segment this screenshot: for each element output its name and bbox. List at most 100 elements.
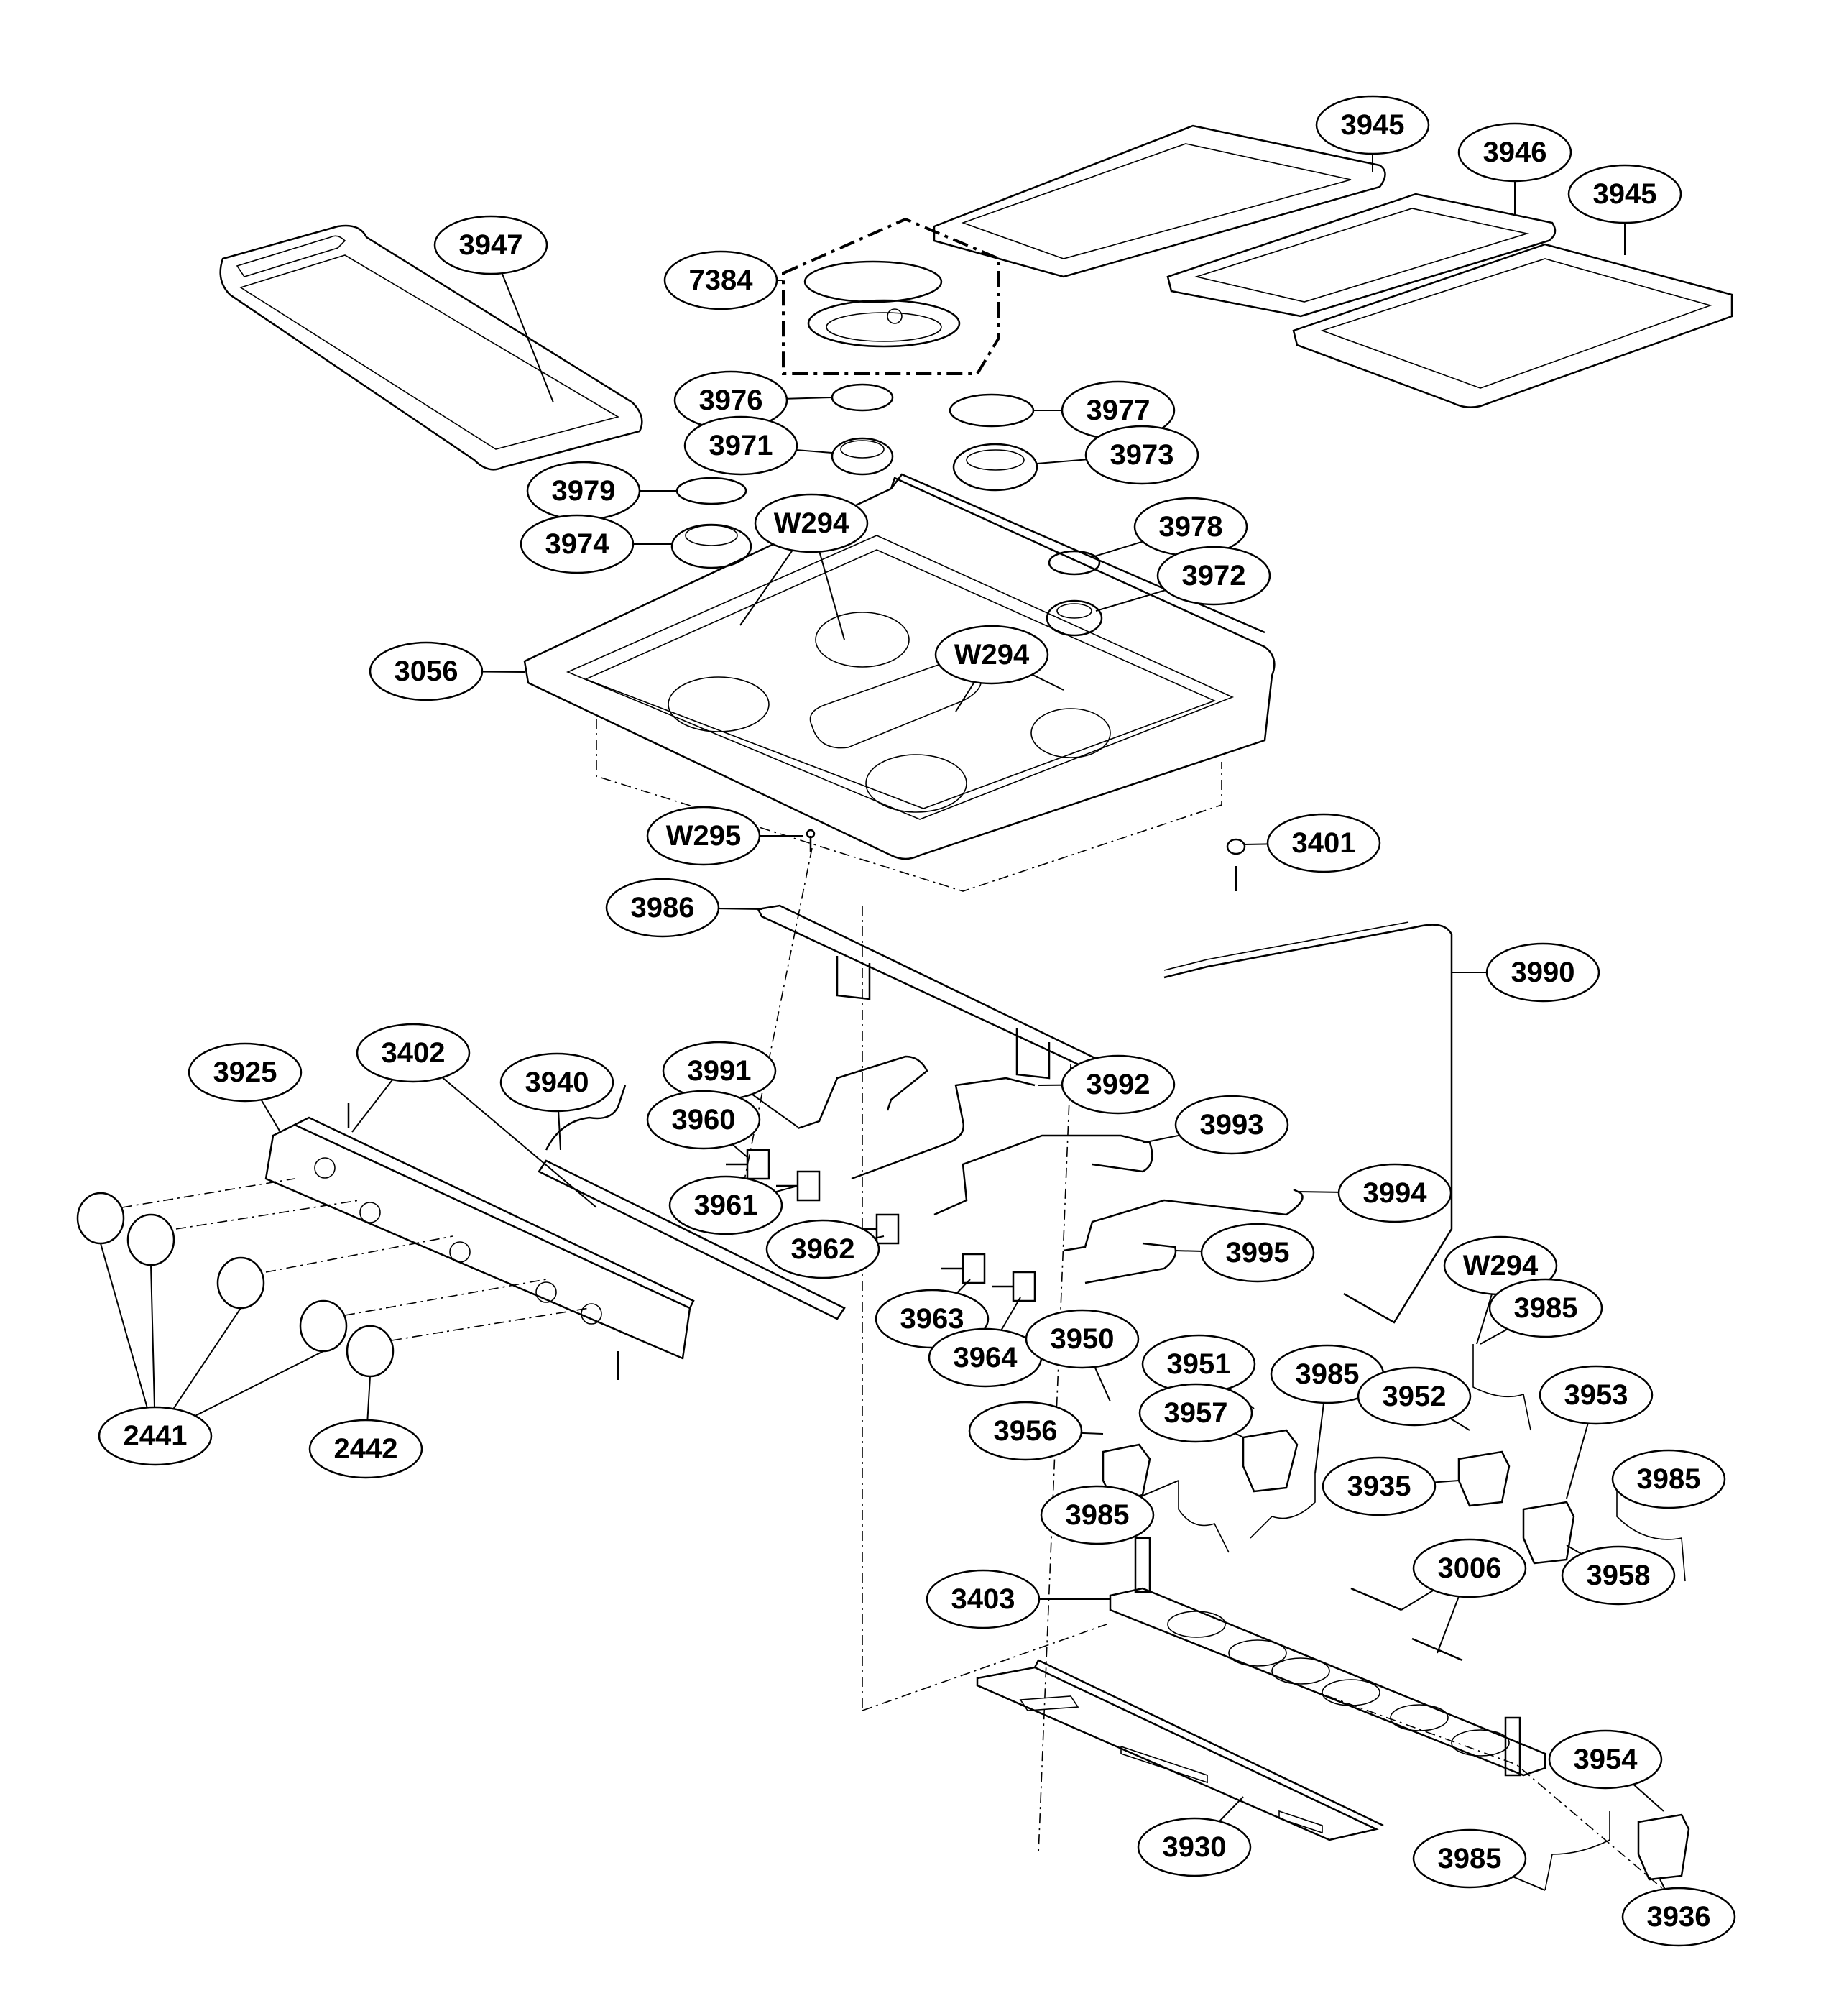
callout-bubble <box>1561 1545 1676 1606</box>
callout-label: W294 <box>774 507 849 539</box>
callout-3952[interactable]: 3952 <box>1357 1366 1472 1427</box>
callout-bubble <box>433 215 548 275</box>
callout-3925[interactable]: 3925 <box>188 1042 303 1103</box>
callout-label: 3946 <box>1483 137 1547 168</box>
callout-bubble <box>646 806 761 866</box>
callout-label: 3971 <box>709 430 773 461</box>
callout-3973[interactable]: 3973 <box>1084 425 1199 485</box>
callout-label: 3985 <box>1438 1843 1502 1874</box>
callout-label: 2441 <box>124 1420 188 1452</box>
callout-label: 3991 <box>688 1055 752 1087</box>
callout-3945[interactable]: 3945 <box>1567 164 1682 224</box>
oval-burner-kit-drawing <box>782 217 1000 375</box>
callout-bubble <box>1539 1365 1654 1425</box>
callout-3950[interactable]: 3950 <box>1025 1309 1140 1369</box>
callout-3992[interactable]: 3992 <box>1061 1054 1176 1115</box>
callout-3940[interactable]: 3940 <box>499 1052 614 1113</box>
callout-3990[interactable]: 3990 <box>1485 942 1600 1003</box>
callout-3974[interactable]: 3974 <box>520 514 635 574</box>
callout-3979[interactable]: 3979 <box>526 461 641 521</box>
callout-W294[interactable]: W294 <box>754 493 869 553</box>
callout-3977[interactable]: 3977 <box>1061 380 1176 441</box>
callout-3976[interactable]: 3976 <box>673 370 788 431</box>
callout-3403[interactable]: 3403 <box>926 1569 1041 1629</box>
burner-parts-drawing <box>670 383 1103 637</box>
callout-bubble <box>1025 1309 1140 1369</box>
callout-label: 3974 <box>545 528 610 560</box>
callout-3960[interactable]: 3960 <box>646 1090 761 1150</box>
callout-label: 7384 <box>689 264 754 296</box>
callout-label: 3056 <box>395 655 458 687</box>
callout-3985[interactable]: 3985 <box>1040 1485 1155 1545</box>
callout-label: 3402 <box>382 1037 446 1069</box>
callout-3971[interactable]: 3971 <box>683 415 798 476</box>
callout-label: 3953 <box>1564 1379 1628 1411</box>
callout-label: 3954 <box>1574 1744 1638 1775</box>
callout-bubble <box>934 625 1049 685</box>
callout-7384[interactable]: 7384 <box>663 250 778 310</box>
callout-3964[interactable]: 3964 <box>928 1327 1043 1388</box>
callout-3978[interactable]: 3978 <box>1133 497 1248 557</box>
callout-bubble <box>1567 164 1682 224</box>
callout-label: 3979 <box>552 475 616 507</box>
callout-3958[interactable]: 3958 <box>1561 1545 1676 1606</box>
callout-3961[interactable]: 3961 <box>668 1175 783 1235</box>
callout-label: 3961 <box>694 1189 758 1221</box>
cooktop-drawing <box>523 473 1276 892</box>
callout-3994[interactable]: 3994 <box>1337 1163 1452 1223</box>
callout-3935[interactable]: 3935 <box>1322 1456 1437 1516</box>
callout-label: 3930 <box>1163 1831 1227 1863</box>
callout-3957[interactable]: 3957 <box>1138 1383 1253 1443</box>
callout-2442[interactable]: 2442 <box>308 1419 423 1479</box>
callout-3991[interactable]: 3991 <box>662 1041 777 1101</box>
callout-bubble <box>356 1023 471 1083</box>
callout-bubble <box>1174 1095 1289 1155</box>
callout-3056[interactable]: 3056 <box>369 641 484 701</box>
callout-3986[interactable]: 3986 <box>605 878 720 938</box>
valves-drawing <box>726 1149 1036 1302</box>
callout-W295[interactable]: W295 <box>646 806 761 866</box>
callout-3946[interactable]: 3946 <box>1457 122 1572 183</box>
callout-3956[interactable]: 3956 <box>968 1401 1083 1461</box>
callout-3945[interactable]: 3945 <box>1315 95 1430 155</box>
callout-3985[interactable]: 3985 <box>1412 1828 1527 1889</box>
callout-3962[interactable]: 3962 <box>765 1219 880 1279</box>
callout-W294[interactable]: W294 <box>934 625 1049 685</box>
callout-label: 3958 <box>1587 1560 1651 1591</box>
callout-bubble <box>1357 1366 1472 1427</box>
callout-label: 3945 <box>1341 109 1405 141</box>
callout-label: 3962 <box>791 1233 855 1265</box>
callout-bubble <box>1485 942 1600 1003</box>
callout-bubble <box>1412 1538 1527 1598</box>
callout-3972[interactable]: 3972 <box>1156 546 1271 606</box>
callout-3953[interactable]: 3953 <box>1539 1365 1654 1425</box>
callout-3995[interactable]: 3995 <box>1200 1223 1315 1283</box>
callout-3993[interactable]: 3993 <box>1174 1095 1289 1155</box>
callout-label: 3925 <box>213 1057 277 1088</box>
callout-3985[interactable]: 3985 <box>1270 1344 1385 1404</box>
callout-bubble <box>1137 1817 1252 1877</box>
callout-label: 3990 <box>1511 957 1575 988</box>
callout-bubble <box>520 514 635 574</box>
callout-3985[interactable]: 3985 <box>1488 1278 1603 1338</box>
callout-3402[interactable]: 3402 <box>356 1023 471 1083</box>
callout-bubble <box>1412 1828 1527 1889</box>
callout-3954[interactable]: 3954 <box>1548 1729 1663 1790</box>
callout-3985[interactable]: 3985 <box>1611 1449 1726 1509</box>
callout-3951[interactable]: 3951 <box>1141 1334 1256 1394</box>
callout-label: 3977 <box>1087 395 1151 426</box>
callout-3936[interactable]: 3936 <box>1621 1887 1736 1947</box>
callout-bubble <box>1266 813 1381 873</box>
callout-label: 3985 <box>1296 1358 1360 1390</box>
callout-label: 3957 <box>1164 1397 1228 1429</box>
burner-bracket-drawing <box>1109 1537 1546 1777</box>
callout-3401[interactable]: 3401 <box>1266 813 1381 873</box>
callout-3930[interactable]: 3930 <box>1137 1817 1252 1877</box>
callout-2441[interactable]: 2441 <box>98 1406 213 1466</box>
callout-label: 3973 <box>1110 439 1174 471</box>
callout-bubble <box>668 1175 783 1235</box>
callout-3006[interactable]: 3006 <box>1412 1538 1527 1598</box>
callout-bubble <box>1611 1449 1726 1509</box>
callout-3947[interactable]: 3947 <box>433 215 548 275</box>
